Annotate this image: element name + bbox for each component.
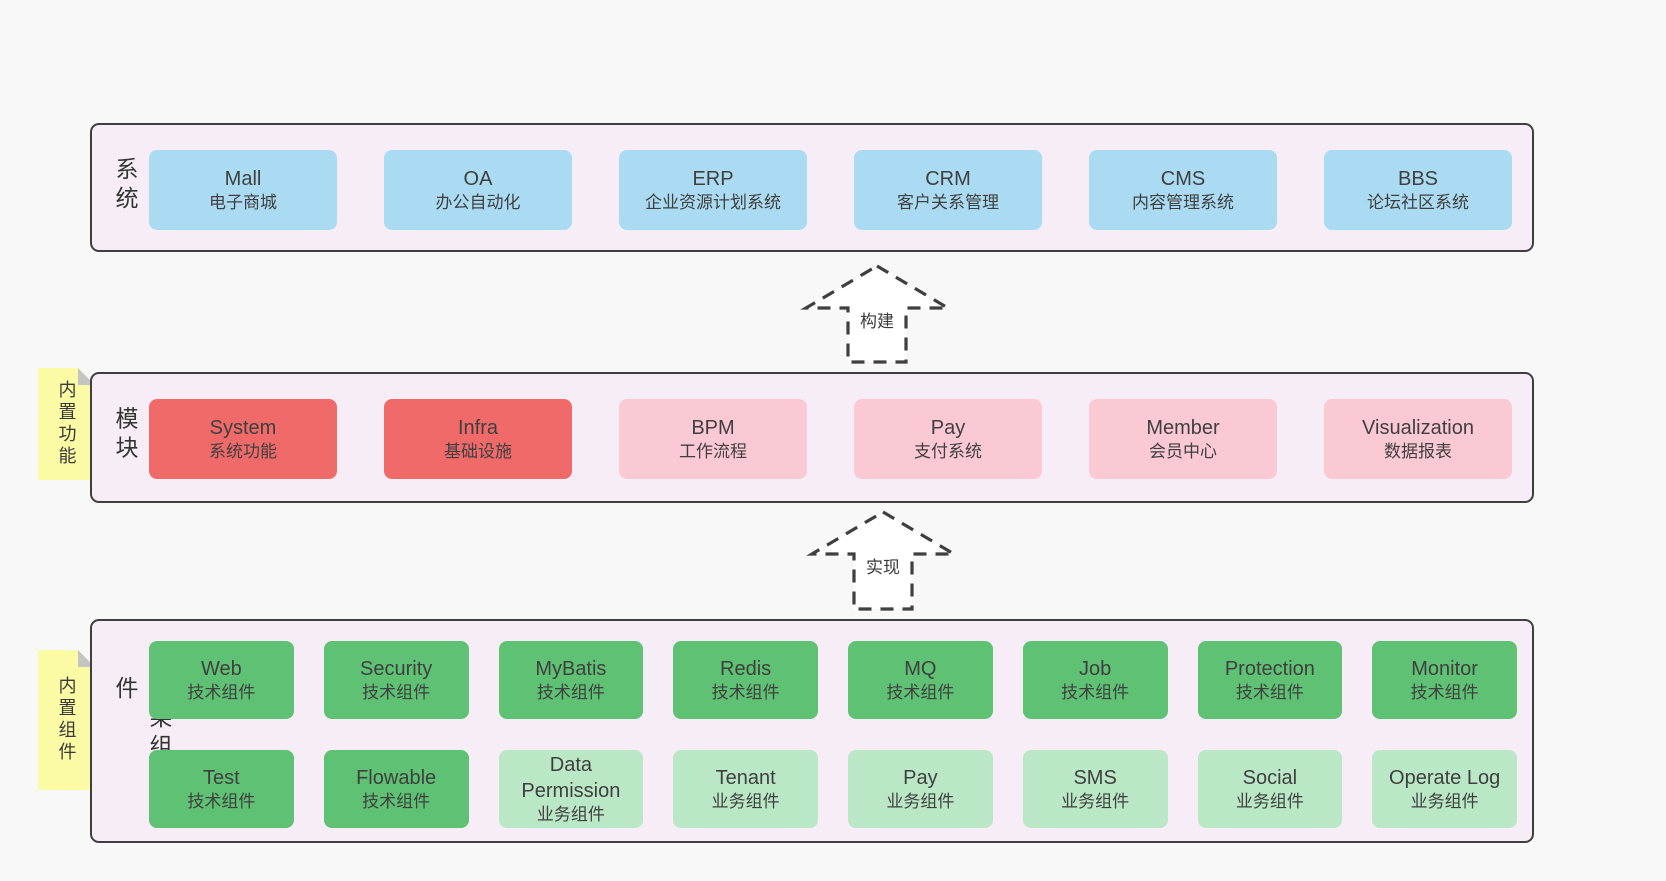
box-visualization: Visualization 数据报表 <box>1324 399 1512 479</box>
box-social: Social 业务组件 <box>1197 750 1343 828</box>
box-name: Operate Log <box>1389 766 1501 789</box>
box-name: MyBatis <box>535 657 607 680</box>
box-desc: 会员中心 <box>1149 441 1217 461</box>
box-desc: 技术组件 <box>362 791 431 811</box>
box-desc: 技术组件 <box>187 682 256 702</box>
box-desc: 技术组件 <box>711 682 780 702</box>
box-name: Job <box>1079 657 1112 680</box>
box-desc: 技术组件 <box>362 682 431 702</box>
box-desc: 业务组件 <box>711 791 780 811</box>
box-desc: 业务组件 <box>1061 791 1130 811</box>
box-monitor: Monitor 技术组件 <box>1372 641 1517 719</box>
box-erp: ERP 企业资源计划系统 <box>619 150 807 230</box>
box-name: ERP <box>692 167 734 190</box>
band-box-grid: Web 技术组件 Security 技术组件 MyBatis 技术组件 Redi… <box>149 641 1517 828</box>
box-desc: 技术组件 <box>536 682 605 702</box>
box-mall: Mall 电子商城 <box>149 150 337 230</box>
box-desc: 业务组件 <box>536 804 605 824</box>
box-desc: 系统功能 <box>209 441 277 461</box>
box-name: Social <box>1242 766 1298 789</box>
box-desc: 数据报表 <box>1384 441 1452 461</box>
box-security: Security 技术组件 <box>323 641 469 719</box>
box-desc: 客户关系管理 <box>897 192 999 212</box>
box-redis: Redis 技术组件 <box>673 641 818 719</box>
box-desc: 办公自动化 <box>435 192 521 212</box>
box-desc: 技术组件 <box>187 791 256 811</box>
box-pay: Pay 支付系统 <box>854 399 1042 479</box>
sticky-note-builtin-components: 内置组件 <box>38 650 95 790</box>
box-name: Test <box>203 766 240 789</box>
box-bpm: BPM 工作流程 <box>619 399 807 479</box>
box-name: Pay <box>930 416 966 439</box>
box-data-permission: Data Permission 业务组件 <box>498 750 644 828</box>
box-bbs: BBS 论坛社区系统 <box>1324 150 1512 230</box>
box-name: Web <box>200 657 242 680</box>
box-name: Pay <box>903 766 938 789</box>
band-common-modules: 通用模块 System 系统功能 Infra 基础设施 BPM 工作流程 Pay… <box>90 372 1534 503</box>
box-oa: OA 办公自动化 <box>384 150 572 230</box>
arrow-build-icon: 构建 <box>800 264 954 364</box>
box-desc: 论坛社区系统 <box>1367 192 1469 212</box>
box-flowable: Flowable 技术组件 <box>323 750 469 828</box>
band-box-grid: Mall 电子商城 OA 办公自动化 ERP 企业资源计划系统 CRM 客户关系… <box>149 150 1512 230</box>
band-box-grid: System 系统功能 Infra 基础设施 BPM 工作流程 Pay 支付系统… <box>149 399 1512 479</box>
box-name: Data Permission <box>521 753 621 802</box>
sticky-note-builtin-features: 内置功能 <box>38 368 95 480</box>
box-name: Mall <box>224 167 262 190</box>
box-desc: 技术组件 <box>1410 682 1479 702</box>
arrow-label: 实现 <box>866 558 900 577</box>
sticky-note-label: 内置功能 <box>56 380 77 468</box>
box-job: Job 技术组件 <box>1022 641 1168 719</box>
box-desc: 企业资源计划系统 <box>645 192 781 212</box>
box-sms: SMS 业务组件 <box>1022 750 1168 828</box>
box-desc: 工作流程 <box>679 441 747 461</box>
box-name: Visualization <box>1362 416 1474 439</box>
box-operate-log: Operate Log 业务组件 <box>1372 750 1517 828</box>
band-business-systems: 业务系统 Mall 电子商城 OA 办公自动化 ERP 企业资源计划系统 CRM… <box>90 123 1534 252</box>
box-protection: Protection 技术组件 <box>1197 641 1343 719</box>
box-desc: 技术组件 <box>1235 682 1304 702</box>
box-crm: CRM 客户关系管理 <box>854 150 1042 230</box>
box-name: Tenant <box>715 766 776 789</box>
box-name: CRM <box>925 167 971 190</box>
box-desc: 基础设施 <box>444 441 512 461</box>
band-framework-components: 框架组件 Web 技术组件 Security 技术组件 MyBatis 技术组件… <box>90 619 1534 843</box>
sticky-note-label: 内置组件 <box>56 676 77 764</box>
box-name: BPM <box>691 416 735 439</box>
arrow-implement-icon: 实现 <box>806 510 960 611</box>
box-member: Member 会员中心 <box>1089 399 1277 479</box>
box-desc: 内容管理系统 <box>1132 192 1234 212</box>
box-desc: 技术组件 <box>1061 682 1130 702</box>
box-mybatis: MyBatis 技术组件 <box>498 641 644 719</box>
box-name: MQ <box>904 657 937 680</box>
box-desc: 业务组件 <box>1410 791 1479 811</box>
box-name: SMS <box>1073 766 1117 789</box>
box-desc: 电子商城 <box>209 192 277 212</box>
box-web: Web 技术组件 <box>149 641 294 719</box>
box-name: Security <box>360 657 433 680</box>
box-infra: Infra 基础设施 <box>384 399 572 479</box>
box-name: Monitor <box>1411 657 1478 680</box>
arrow-label: 构建 <box>860 312 894 331</box>
box-name: Flowable <box>356 766 437 789</box>
box-desc: 支付系统 <box>914 441 982 461</box>
box-name: Redis <box>720 657 772 680</box>
box-desc: 技术组件 <box>886 682 955 702</box>
box-name: Member <box>1146 416 1220 439</box>
box-test: Test 技术组件 <box>149 750 294 828</box>
box-desc: 业务组件 <box>886 791 955 811</box>
box-name: OA <box>463 167 493 190</box>
box-tenant: Tenant 业务组件 <box>673 750 818 828</box>
box-name: CMS <box>1160 167 1206 190</box>
box-cms: CMS 内容管理系统 <box>1089 150 1277 230</box>
box-desc: 业务组件 <box>1235 791 1304 811</box>
box-name: BBS <box>1397 167 1439 190</box>
box-name: Infra <box>457 416 499 439</box>
box-name: System <box>209 416 277 439</box>
box-mq: MQ 技术组件 <box>848 641 993 719</box>
box-pay-biz: Pay 业务组件 <box>848 750 993 828</box>
box-system: System 系统功能 <box>149 399 337 479</box>
box-name: Protection <box>1224 657 1315 680</box>
